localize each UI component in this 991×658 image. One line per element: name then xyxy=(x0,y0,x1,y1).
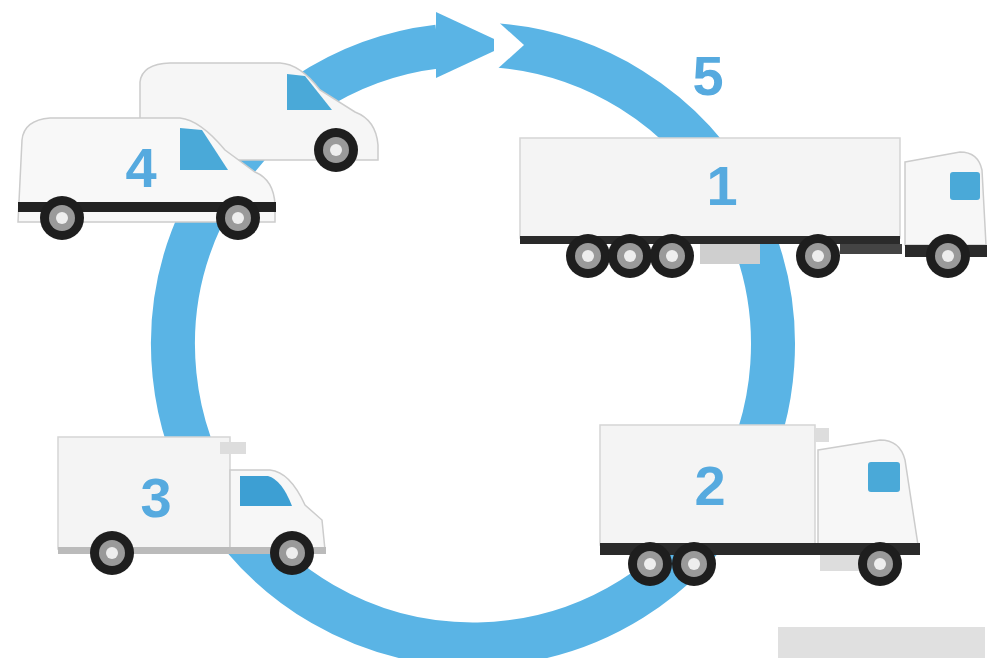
callout-number: 1 xyxy=(706,158,737,214)
arrow-notch xyxy=(494,18,524,72)
panel-van-front xyxy=(18,118,276,240)
callout-number: 2 xyxy=(694,458,725,514)
callout-number: 4 xyxy=(125,140,156,196)
box-truck xyxy=(600,425,920,586)
grey-bar xyxy=(778,627,985,658)
box-van xyxy=(58,437,326,575)
semi-truck xyxy=(520,138,987,278)
callout-number: 3 xyxy=(140,470,171,526)
callout-number: 5 xyxy=(692,48,723,104)
